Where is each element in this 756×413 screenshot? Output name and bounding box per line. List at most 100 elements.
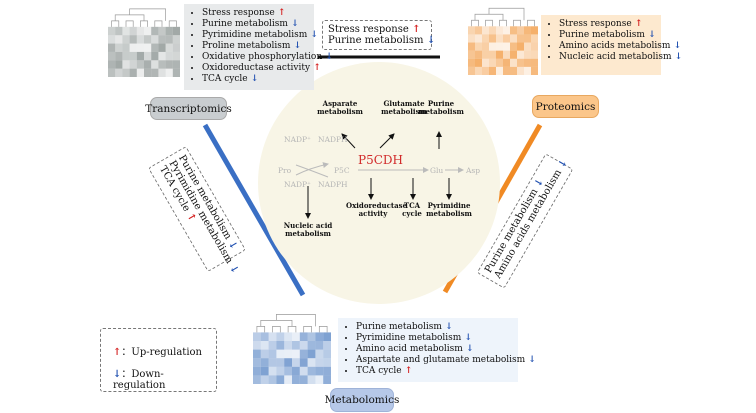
heatmap-cell bbox=[122, 26, 130, 36]
heatmap-cell bbox=[144, 35, 152, 44]
heatmap-cell bbox=[524, 66, 531, 75]
heatmap-cell bbox=[253, 349, 261, 359]
heatmap-cell bbox=[253, 332, 261, 341]
heatmap-cell bbox=[307, 375, 316, 384]
heatmap-cell bbox=[292, 366, 300, 376]
heatmap-cell bbox=[307, 332, 316, 341]
heatmap-cell bbox=[489, 66, 496, 75]
dendrogram bbox=[256, 314, 328, 333]
glutamate-metabolism-label: Glutamate metabolism bbox=[381, 99, 427, 116]
heatmap-cell bbox=[524, 42, 531, 51]
heatmap-cell bbox=[129, 26, 137, 36]
heatmap-cell bbox=[165, 60, 173, 69]
heatmap-cell bbox=[517, 42, 524, 51]
heatmap-cell bbox=[315, 332, 324, 341]
heatmap-cell bbox=[315, 341, 324, 350]
list-item: Oxidoreductase activity ↑ bbox=[202, 63, 321, 74]
heatmap-cell bbox=[468, 50, 475, 59]
heatmap-cell bbox=[531, 58, 538, 67]
list-item: Stress response ↑ bbox=[559, 19, 655, 30]
heatmap-cell bbox=[151, 60, 159, 69]
heatmap-cell bbox=[172, 35, 180, 44]
heatmap-cell bbox=[496, 26, 503, 35]
asp-label: Asp bbox=[466, 166, 481, 175]
heatmap-cell bbox=[524, 58, 531, 67]
heatmap-cell bbox=[475, 42, 482, 51]
up-arrow-icon: ↑ bbox=[401, 366, 413, 376]
heatmap-cell bbox=[299, 366, 308, 376]
item-text: Nucleic acid metabolism bbox=[559, 52, 672, 62]
heatmap-cell bbox=[482, 26, 489, 35]
item-text: Purine metabolism bbox=[356, 322, 442, 332]
heatmap-cell bbox=[475, 58, 482, 67]
heatmap-cell bbox=[151, 26, 159, 36]
proteomics-heatmap bbox=[460, 5, 538, 81]
heatmap-cell bbox=[510, 34, 517, 43]
metabolomics-list: Purine metabolism ↓Pyrimidine metabolism… bbox=[338, 318, 536, 382]
heatmap-cell bbox=[475, 66, 482, 75]
transcriptomics-metabolomics-line bbox=[202, 123, 306, 297]
pro-label: Pro bbox=[278, 166, 292, 175]
heatmap-cell bbox=[323, 366, 331, 376]
list-item: Proline metabolism ↓ bbox=[202, 41, 308, 52]
heatmap-cell bbox=[510, 50, 517, 59]
heatmap-cell bbox=[276, 375, 285, 384]
list-item: TCA cycle ↑ bbox=[356, 366, 512, 377]
heatmap-cell bbox=[468, 58, 475, 67]
heatmap-cell bbox=[108, 35, 116, 44]
dendrogram bbox=[471, 7, 535, 27]
heatmap-cell bbox=[284, 341, 292, 350]
list-item: Purine metabolism ↓ bbox=[202, 19, 308, 30]
up-arrow-icon: ↑ bbox=[113, 347, 122, 358]
tca-cycle-label: TCA cycle bbox=[402, 201, 422, 218]
list-item: Amino acid metabolism ↓ bbox=[356, 344, 512, 355]
list-item: TCA cycle ↓ bbox=[202, 74, 308, 85]
heatmap-cell bbox=[284, 332, 292, 341]
heatmap-cell bbox=[172, 51, 180, 61]
item-text: Stress response bbox=[328, 24, 409, 35]
heatmap-cell bbox=[284, 358, 292, 367]
heatmap-cell bbox=[253, 366, 261, 376]
nadph-top: NADPH bbox=[318, 135, 348, 144]
heatmap-cell bbox=[503, 66, 510, 75]
heatmap-cell bbox=[158, 68, 166, 77]
heatmap-cell bbox=[503, 42, 510, 51]
heatmap-cell bbox=[315, 366, 324, 376]
heatmap-cell bbox=[284, 366, 292, 376]
heatmap-cell bbox=[115, 26, 123, 36]
heatmap-cell bbox=[531, 42, 538, 51]
heatmap-cell bbox=[482, 42, 489, 51]
down-arrow-icon: ↓ bbox=[462, 344, 474, 354]
transcriptomics-proteomics-overlap: Stress response ↑Purine metabolism ↓ bbox=[322, 20, 435, 50]
heatmap-cell bbox=[260, 332, 269, 341]
heatmap-cell bbox=[531, 26, 538, 35]
item-text: Purine metabolism bbox=[559, 30, 645, 40]
heatmap-cell bbox=[468, 34, 475, 43]
list-item: Amino acids metabolism ↓ bbox=[559, 41, 681, 52]
legend: ↑：Up-regulation ↓：Down-regulation bbox=[100, 328, 217, 392]
heatmap-cell bbox=[496, 42, 503, 51]
p5cdh-enzyme: P5CDH bbox=[358, 153, 403, 167]
heatmap-cell bbox=[475, 26, 482, 35]
heatmap-cell bbox=[315, 375, 324, 384]
heatmap-cell bbox=[144, 68, 152, 77]
down-arrow-icon: ↓ bbox=[307, 30, 318, 40]
heatmap-cell bbox=[268, 375, 277, 384]
item-text: Stress response bbox=[202, 8, 275, 18]
down-arrow-icon: ↓ bbox=[525, 355, 536, 365]
heatmap-cell bbox=[468, 26, 475, 35]
heatmap-cell bbox=[517, 26, 524, 35]
down-arrow-icon: ↓ bbox=[113, 369, 122, 380]
heatmap-cell bbox=[299, 349, 308, 359]
heatmap-cell bbox=[115, 68, 123, 77]
list-item: Stress response ↑ bbox=[202, 8, 308, 19]
heatmap-cell bbox=[158, 35, 166, 44]
down-arrow-icon: ↓ bbox=[322, 52, 333, 62]
item-text: Aspartate and glutamate metabolism bbox=[356, 355, 526, 365]
down-arrow-icon: ↓ bbox=[287, 19, 299, 29]
heatmap-cell bbox=[524, 26, 531, 35]
heatmap-cell bbox=[531, 66, 538, 75]
heatmap-cell bbox=[260, 358, 269, 367]
heatmap-cell bbox=[531, 50, 538, 59]
heatmap-cell bbox=[136, 26, 144, 36]
